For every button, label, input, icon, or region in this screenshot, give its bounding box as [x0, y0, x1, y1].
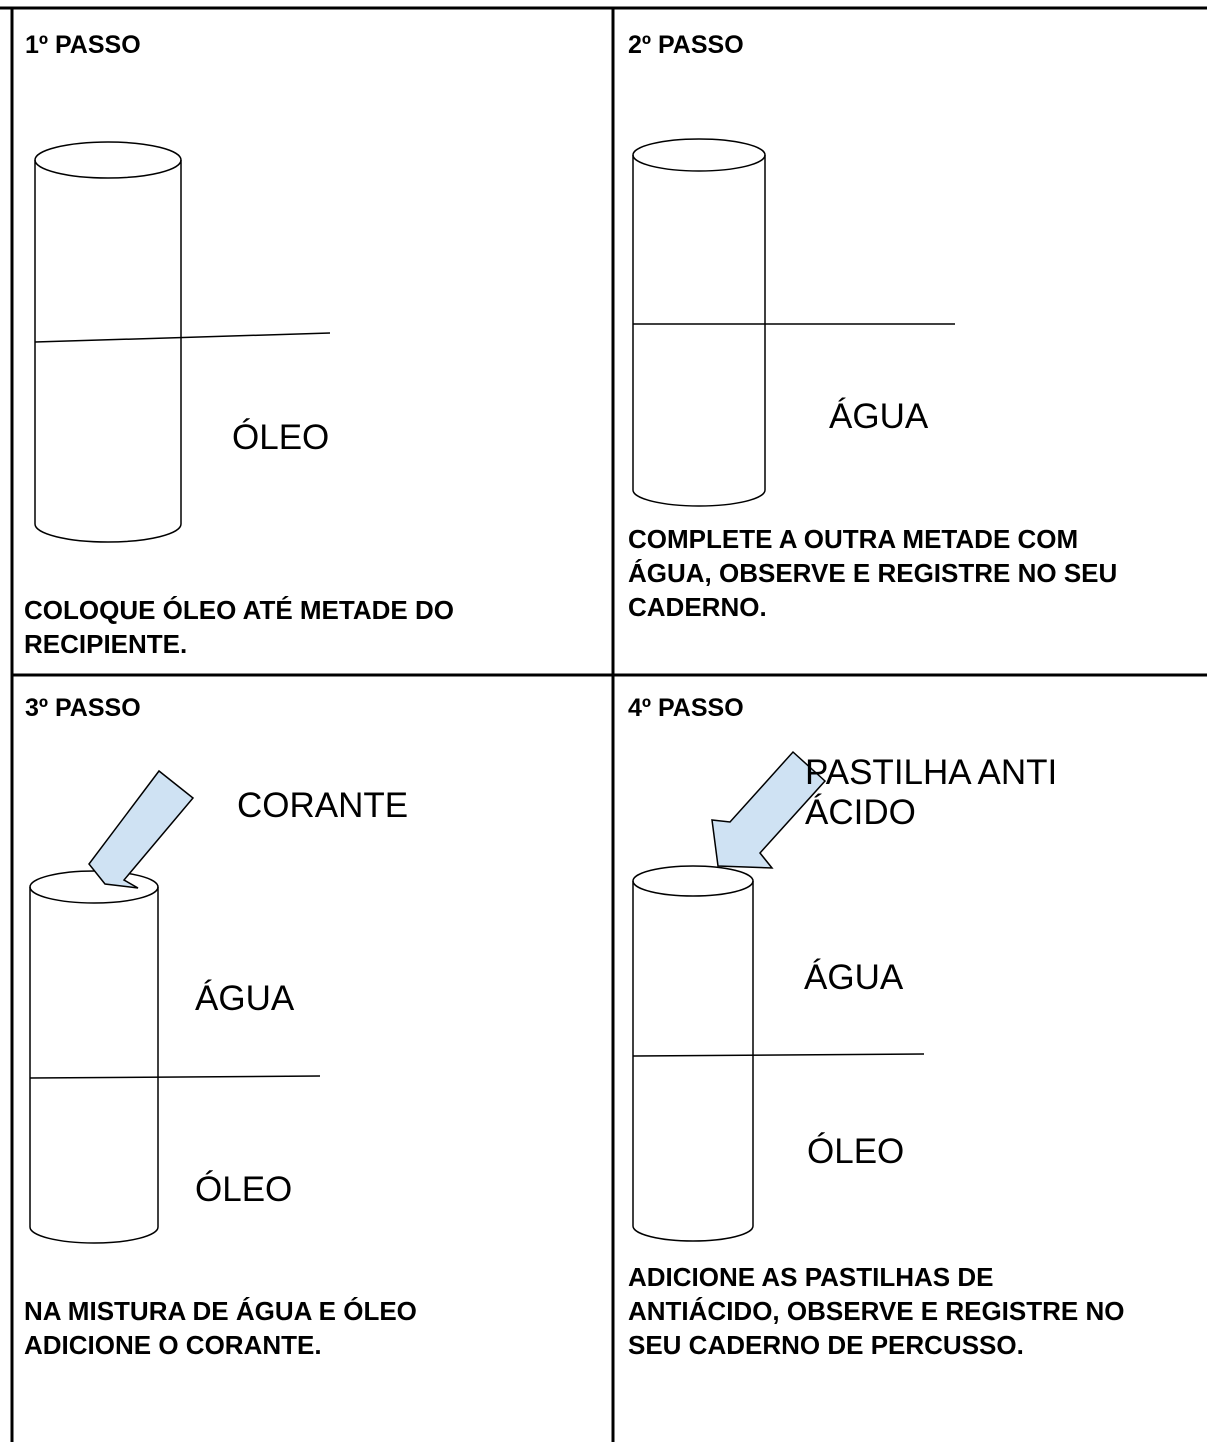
oil-label-step-1: ÓLEO [232, 418, 330, 457]
step-1-header: 1º PASSO [25, 31, 141, 59]
antacid-tablet-label: PASTILHA ANTI ÁCIDO [805, 753, 1058, 832]
dye-arrow-icon [88, 769, 195, 889]
step-4-header: 4º PASSO [628, 694, 744, 722]
oil-label-step-4: ÓLEO [807, 1132, 905, 1171]
water-label-step-4: ÁGUA [804, 958, 904, 997]
step-1-instruction: COLOQUE ÓLEO ATÉ METADE DO RECIPIENTE. [24, 595, 454, 659]
cylinder-step-4 [632, 865, 754, 1242]
dye-label: CORANTE [237, 786, 409, 825]
step-2-header: 2º PASSO [628, 31, 744, 59]
level-line-step-3 [29, 1075, 321, 1079]
level-line-step-1 [34, 332, 331, 343]
step-4-instruction: ADICIONE AS PASTILHAS DE ANTIÁCIDO, OBSE… [628, 1262, 1125, 1360]
cylinder-step-3 [29, 870, 159, 1244]
level-line-step-4 [632, 1053, 925, 1057]
cylinder-step-2 [632, 138, 766, 507]
cylinder-step-1 [34, 141, 182, 543]
step-3-header: 3º PASSO [25, 694, 141, 722]
table-grid [0, 6, 1207, 1442]
tablet-arrow-icon [711, 750, 827, 869]
water-label-step-3: ÁGUA [195, 979, 295, 1018]
step-2-instruction: COMPLETE A OUTRA METADE COM ÁGUA, OBSERV… [628, 524, 1118, 622]
step-3-instruction: NA MISTURA DE ÁGUA E ÓLEO ADICIONE O COR… [24, 1296, 417, 1360]
water-label-step-2: ÁGUA [829, 397, 929, 436]
oil-label-step-3: ÓLEO [195, 1170, 293, 1209]
